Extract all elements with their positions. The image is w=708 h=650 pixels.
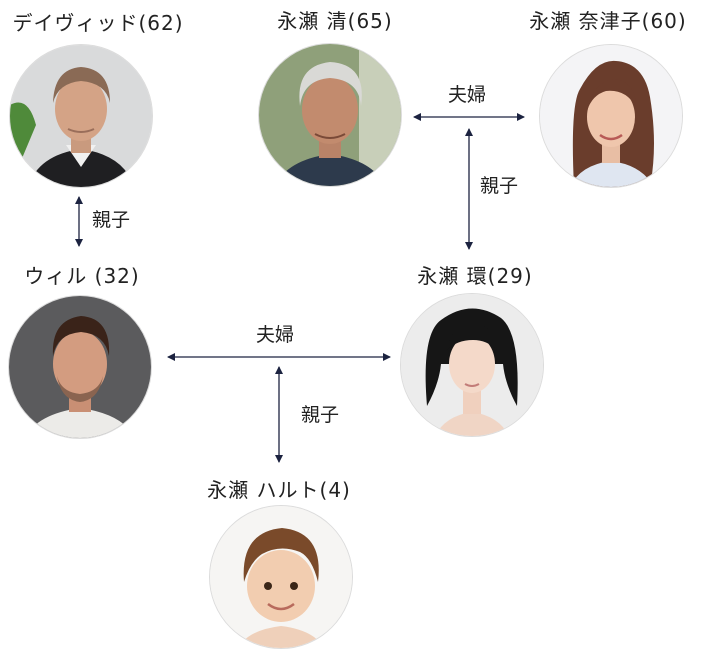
name-haruto: 永瀬 ハルト(4)	[207, 478, 351, 502]
portrait-icon	[210, 506, 352, 648]
photo-natsuko	[539, 44, 683, 188]
photo-kiyoshi	[258, 43, 402, 187]
name-david: デイヴィッド(62)	[12, 11, 184, 35]
photo-haruto	[209, 505, 353, 649]
photo-david	[9, 44, 153, 188]
portrait-icon	[10, 45, 152, 187]
portrait-icon	[9, 296, 151, 438]
name-tamaki: 永瀬 環(29)	[417, 264, 533, 288]
label-couple-haruto: 親子	[301, 404, 340, 426]
label-david-will: 親子	[92, 209, 131, 231]
portrait-icon	[401, 294, 543, 436]
name-natsuko: 永瀬 奈津子(60)	[529, 9, 687, 33]
photo-will	[8, 295, 152, 439]
photo-tamaki	[400, 293, 544, 437]
label-kiyoshi-tamaki: 親子	[480, 175, 519, 197]
name-kiyoshi: 永瀬 清(65)	[277, 9, 393, 33]
name-will: ウィル (32)	[24, 264, 140, 288]
portrait-icon	[540, 45, 682, 187]
portrait-icon	[259, 44, 401, 186]
label-kiyoshi-natsuko: 夫婦	[448, 84, 487, 106]
label-will-tamaki: 夫婦	[256, 324, 295, 346]
